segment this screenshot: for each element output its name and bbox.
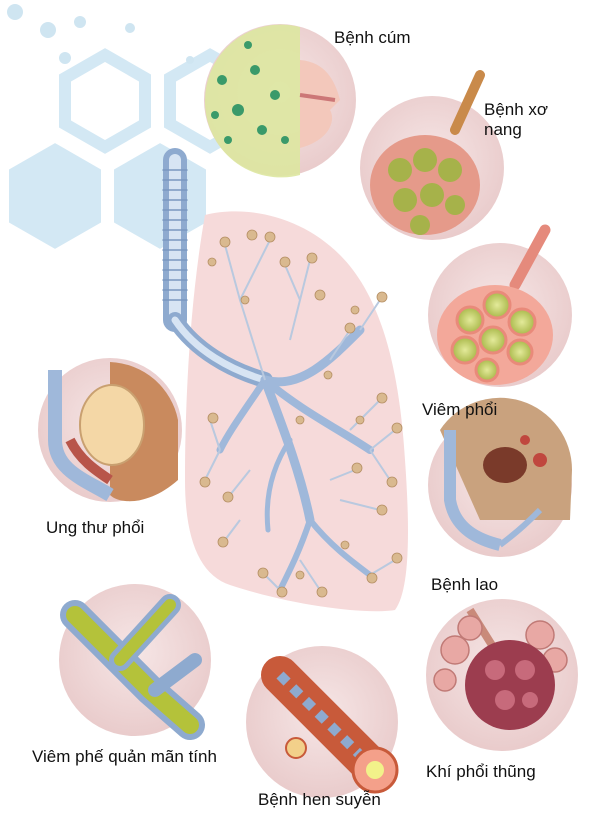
influenza-illustration — [204, 24, 356, 178]
alveoli-clusters — [199, 229, 403, 598]
pneumonia-illustration — [428, 224, 572, 387]
emphysema-illustration — [426, 599, 578, 751]
tuberculosis-illustration — [428, 397, 573, 557]
lung-cancer-illustration — [38, 358, 182, 502]
bronchial-tree — [162, 148, 374, 593]
bronchiole-branches — [204, 239, 396, 591]
chronic-bronchitis-illustration — [59, 584, 211, 740]
label-chronic-bronchitis: Viêm phế quản mãn tính — [32, 747, 217, 766]
asthma-illustration — [246, 646, 399, 798]
label-emphysema: Khí phổi thũng — [426, 762, 536, 781]
background-dots — [7, 4, 194, 64]
label-lung-cancer: Ung thư phổi — [46, 518, 145, 537]
label-tuberculosis: Bệnh lao — [431, 575, 499, 594]
cystic-fibrosis-illustration — [360, 70, 504, 240]
label-cystic-fibrosis: Bệnh xơ nang — [484, 100, 549, 139]
label-influenza: Bệnh cúm — [334, 28, 411, 47]
label-pneumonia: Viêm phổi — [422, 400, 498, 419]
label-asthma: Bệnh hen suyễn — [258, 790, 381, 809]
